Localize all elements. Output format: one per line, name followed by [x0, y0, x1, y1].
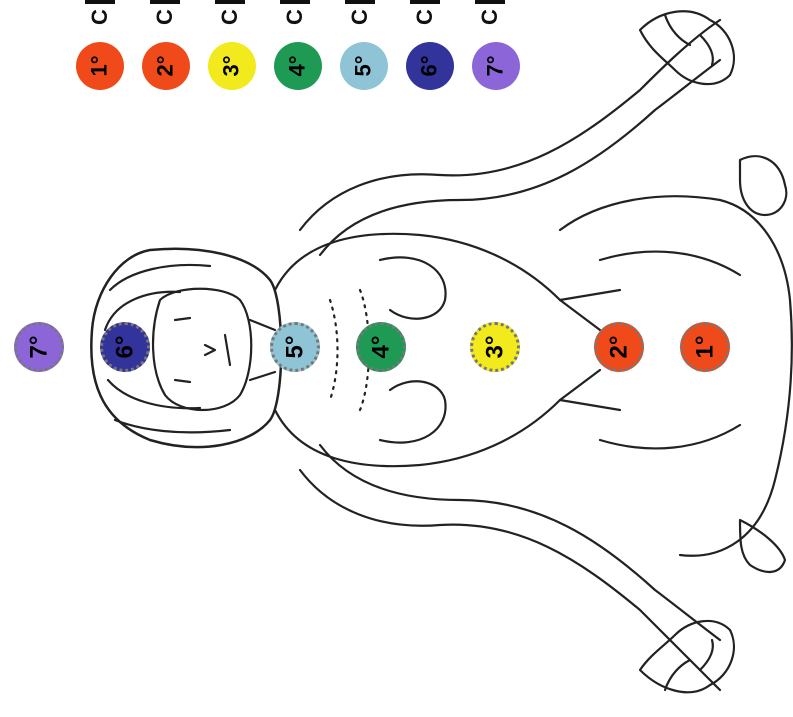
legend-letter: C — [87, 5, 113, 29]
legend-badge-label: 2° — [153, 55, 179, 76]
left-hand — [640, 11, 734, 84]
legend-bar — [410, 0, 440, 4]
face-outline — [153, 289, 251, 410]
legend-badge-label: 7° — [483, 55, 509, 76]
chakra-marker-throat: 5° — [270, 322, 320, 372]
legend-letter: C — [477, 5, 503, 29]
legend-letter: C — [282, 5, 308, 29]
legend-bar — [215, 0, 245, 4]
chakra-marker-label: 2° — [605, 336, 633, 359]
chakra-marker-solar-plexus: 3° — [470, 322, 520, 372]
legend-badge: 5° — [340, 42, 388, 90]
legend-letter: C — [412, 5, 438, 29]
legend-badge-label: 1° — [87, 55, 113, 76]
right-arm — [300, 470, 720, 690]
legend-letter: C — [347, 5, 373, 29]
chakra-marker-crown: 7° — [14, 322, 64, 372]
torso-outline — [275, 234, 600, 466]
chakra-marker-label: 6° — [111, 336, 139, 359]
legend-letter: C — [152, 5, 178, 29]
legend-badge: 3° — [208, 42, 256, 90]
legend-bar — [475, 0, 505, 4]
legend-badge: 2° — [142, 42, 190, 90]
chakra-marker-label: 1° — [691, 336, 719, 359]
legend-badge: 6° — [406, 42, 454, 90]
legend-bar — [150, 0, 180, 4]
legend-bar — [280, 0, 310, 4]
chakra-marker-label: 7° — [25, 336, 53, 359]
legend-letter: C — [217, 5, 243, 29]
legend-badge-label: 6° — [417, 55, 443, 76]
crossed-legs — [560, 196, 792, 555]
legend-badge-label: 4° — [285, 55, 311, 76]
chakra-marker-heart: 4° — [356, 322, 406, 372]
legend-badge: 4° — [274, 42, 322, 90]
legend-badge-label: 3° — [219, 55, 245, 76]
legend-badge-label: 5° — [351, 55, 377, 76]
legend-bar — [345, 0, 375, 4]
legend-badge: 7° — [472, 42, 520, 90]
chakra-marker-label: 5° — [281, 336, 309, 359]
chakra-marker-root: 1° — [680, 322, 730, 372]
chakra-marker-label: 4° — [367, 336, 395, 359]
chakra-marker-label: 3° — [481, 336, 509, 359]
legend-badge: 1° — [76, 42, 124, 90]
legend-bar — [85, 0, 115, 4]
chakra-marker-sacral: 2° — [594, 322, 644, 372]
chakra-marker-third-eye: 6° — [100, 322, 150, 372]
